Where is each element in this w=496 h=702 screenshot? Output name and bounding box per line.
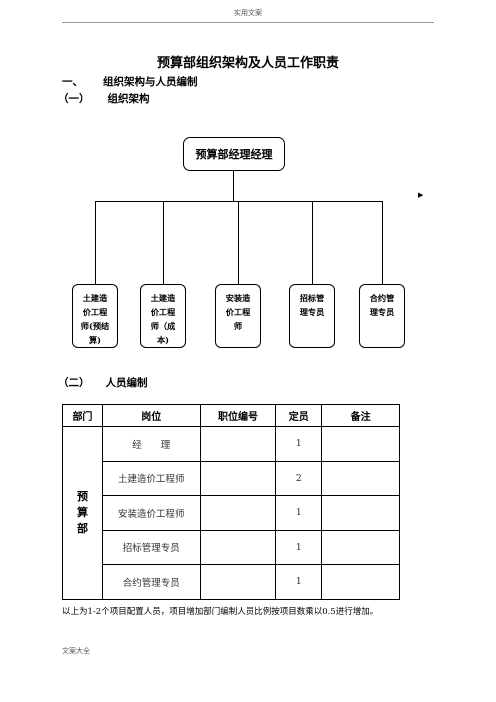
post-cell: 土建造价工程师: [101, 460, 201, 496]
note-cell: [321, 460, 400, 496]
org-sub-box: 安装造价工程师: [215, 284, 261, 348]
post-cell: 经 理: [101, 426, 201, 462]
section-number: 一、: [62, 76, 83, 88]
dept-cell: 预算部: [62, 426, 103, 600]
count-cell: 2: [275, 460, 323, 496]
org-sub-box: 土建造价工程师（成本): [140, 284, 186, 348]
org-connector-branch: [163, 201, 165, 284]
note-cell: [321, 495, 400, 531]
post-cell: 合约管理专员: [101, 564, 201, 600]
org-connector-branch: [238, 201, 240, 284]
subsection-heading-1: （一） 组织架构: [58, 91, 150, 106]
arrow-icon: ▶: [418, 191, 424, 199]
post-cell: 招标管理专员: [101, 529, 201, 565]
org-sub-box: 合约管理专员: [359, 284, 405, 348]
count-cell: 1: [275, 426, 323, 462]
org-connector-branch: [382, 201, 384, 284]
table-row: 土建造价工程师 2: [63, 460, 400, 496]
section-heading-1: 一、 组织架构与人员编制: [62, 74, 198, 89]
column-header: 职位编号: [199, 404, 277, 427]
page-footer: 文案大全: [62, 647, 90, 655]
table-row: 合约管理专员 1: [63, 564, 400, 600]
note-cell: [321, 564, 400, 600]
count-cell: 1: [275, 564, 323, 600]
table-row: 安装造价工程师 1: [63, 495, 400, 531]
column-header: 备注: [321, 404, 400, 427]
subsection-number: （一）: [58, 93, 90, 105]
column-header: 岗位: [101, 404, 201, 427]
section-text: 组织架构与人员编制: [103, 76, 198, 88]
note-cell: [321, 426, 400, 462]
table-row: 招标管理专员 1: [63, 529, 400, 565]
org-connector-branch: [95, 201, 97, 284]
count-cell: 1: [275, 529, 323, 565]
org-sub-box: 招标管理专员: [289, 284, 335, 348]
code-cell: [199, 495, 277, 531]
note-cell: [321, 529, 400, 565]
org-top-box: 预算部经理经理: [183, 137, 285, 171]
table-header-row: 部门 岗位 职位编号 定员 备注: [62, 404, 400, 427]
subsection-text: 人员编制: [105, 377, 148, 389]
column-header: 定员: [275, 404, 323, 427]
org-connector-vertical: [233, 171, 235, 202]
code-cell: [199, 426, 277, 462]
subsection-text: 组织架构: [107, 93, 150, 105]
page-header: 实用文案: [234, 9, 262, 17]
document-title: 预算部组织架构及人员工作职责: [156, 56, 339, 71]
subsection-number: （二）: [58, 377, 90, 389]
table-row: 预算部 经 理 1: [62, 426, 400, 600]
org-sub-box: 土建造价工程师(预结算): [72, 284, 118, 348]
column-header: 部门: [62, 404, 103, 427]
code-cell: [199, 564, 277, 600]
count-cell: 1: [275, 495, 323, 531]
staffing-note: 以上为1-2个项目配置人员，项目增加部门编制人员比例按项目数乘以0.5进行增加。: [62, 607, 379, 617]
post-cell: 安装造价工程师: [101, 495, 201, 531]
subsection-heading-2: （二） 人员编制: [58, 375, 148, 390]
code-cell: [199, 529, 277, 565]
header-rule: [62, 22, 434, 23]
staffing-table: 部门 岗位 职位编号 定员 备注 预算部 经 理 1 土建造价工程师 2 安装造…: [62, 404, 400, 600]
code-cell: [199, 460, 277, 496]
org-connector-branch: [312, 201, 314, 284]
